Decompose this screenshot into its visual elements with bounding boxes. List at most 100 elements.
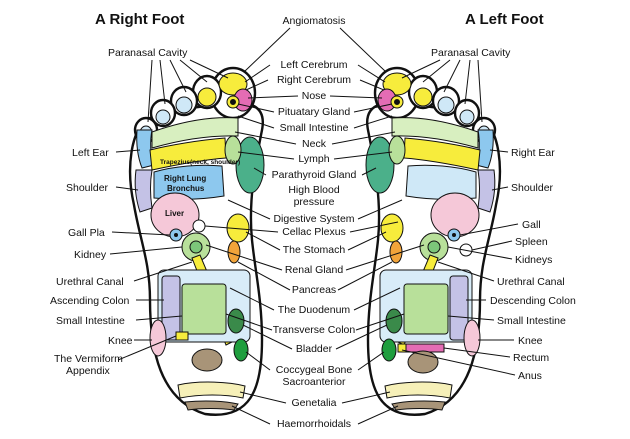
label-cellac: Cellac Plexus (282, 226, 346, 238)
left-genetalia-zone (384, 381, 453, 399)
label-transverse-colon: Transverse Colon (273, 324, 356, 336)
right-neck-band (151, 117, 239, 149)
right-foot-title: A Right Foot (95, 11, 184, 28)
left-gall-center (452, 233, 456, 237)
right-ascending-colon (161, 275, 181, 341)
right-appendix-zone (175, 331, 189, 341)
right-heel-brown (191, 348, 223, 372)
label-renal: Renal Gland (285, 264, 344, 276)
label-right-small-intestine: Small Intestine (56, 315, 125, 327)
left-shoulder-zone (477, 169, 496, 213)
right-kidney-center (189, 240, 203, 254)
left-descending-colon (449, 275, 469, 341)
center-labels: Angiomatosis Left Cerebrum Right Cerebru… (272, 15, 357, 430)
right-celiac-dot (192, 219, 206, 233)
label-left-urethral: Urethral Canal (497, 276, 565, 288)
left-foot-labels: Paranasal Cavity Right Ear Shoulder Gall… (431, 47, 576, 382)
right-haemorrhoid-zone (184, 400, 239, 411)
label-nose: Nose (302, 90, 327, 102)
right-pituitary-center (230, 99, 236, 105)
right-foot: Trapezius(neck, shoulder) Right Lung Bro… (129, 66, 265, 416)
label-vermiform-1: The Vermiform (54, 353, 123, 365)
left-kidney-center (427, 240, 441, 254)
label-digestive: Digestive System (273, 213, 354, 225)
left-pituitary-center (394, 99, 400, 105)
label-left-knee: Knee (518, 335, 543, 347)
label-stomach: The Stomach (283, 244, 346, 256)
right-parathyroid-zone (235, 136, 265, 194)
label-left-cerebrum: Left Cerebrum (280, 59, 347, 71)
left-small-intestine (403, 283, 449, 335)
right-gall-center (174, 233, 178, 237)
left-toe4-fill (459, 109, 475, 125)
left-toe2-fill (413, 87, 433, 107)
label-rectum: Rectum (513, 352, 549, 364)
left-toe3-fill (437, 96, 455, 114)
label-high-blood: High Blood (288, 184, 340, 196)
left-neck-band (391, 117, 479, 149)
right-genetalia-zone (177, 381, 246, 399)
label-pituitary: Pituatary Gland (278, 106, 351, 118)
leader-lines (109, 27, 519, 425)
right-trapezius-label: Trapezius(neck, shoulder) (160, 159, 240, 166)
right-shoulder-zone (134, 169, 153, 213)
right-lymph-zone (224, 135, 242, 165)
label-parathyroid: Parathyroid Gland (272, 169, 357, 181)
label-haemorrhoidals: Haemorrhoidals (277, 418, 351, 430)
label-right-kidney: Kidney (74, 249, 107, 261)
left-haemorrhoid-zone (391, 400, 446, 411)
right-coccyx-zone (233, 338, 249, 362)
left-lymph-zone (388, 135, 406, 165)
label-coccygeal: Coccygeal Bone (276, 364, 353, 376)
right-toe3-fill (175, 96, 193, 114)
label-descending-colon: Descending Colon (490, 295, 576, 307)
left-anus-zone (397, 343, 407, 353)
right-lung-label-2: Bronchus (167, 184, 205, 193)
label-neck: Neck (302, 138, 327, 150)
left-foot (365, 66, 501, 416)
label-right-knee: Knee (108, 335, 133, 347)
label-anus: Anus (518, 370, 542, 382)
label-left-shoulder: Shoulder (511, 182, 554, 194)
label-left-ear: Left Ear (72, 147, 109, 159)
right-toe2-fill (197, 87, 217, 107)
label-angiomatosis: Angiomatosis (282, 15, 345, 27)
label-duodenum: The Duodenum (278, 304, 351, 316)
right-renal-zone (227, 240, 241, 264)
label-right-shoulder: Shoulder (66, 182, 109, 194)
label-ascending-colon: Ascending Colon (50, 295, 130, 307)
left-foot-title: A Left Foot (465, 11, 544, 28)
right-foot-labels: Paranasal Cavity Left Ear Shoulder Gall … (50, 47, 188, 377)
label-pancreas: Pancreas (292, 284, 336, 296)
label-spleen: Spleen (515, 236, 548, 248)
right-lung-label-1: Right Lung (164, 174, 206, 183)
label-sacroanterior: Sacroanterior (282, 376, 346, 388)
right-knee-zone (149, 319, 167, 357)
label-lymph: Lymph (298, 153, 329, 165)
left-renal-zone (389, 240, 403, 264)
label-vermiform-2: Appendix (66, 365, 111, 377)
label-pressure: pressure (294, 196, 335, 208)
left-stomach-zone (380, 213, 404, 243)
label-right-urethral: Urethral Canal (56, 276, 124, 288)
label-gall: Gall (522, 219, 541, 231)
right-small-intestine (181, 283, 227, 335)
label-bladder: Bladder (296, 343, 333, 355)
right-toe4-fill (155, 109, 171, 125)
right-liver-label: Liver (165, 209, 184, 218)
label-left-small-intestine: Small Intestine (497, 315, 566, 327)
label-small-intestine: Small Intestine (280, 122, 349, 134)
right-bladder-zone (227, 308, 245, 334)
label-kidneys: Kidneys (515, 254, 552, 266)
label-genetalia: Genetalia (292, 397, 337, 409)
label-gall-pla: Gall Pla (68, 227, 105, 239)
left-bladder-zone (385, 308, 403, 334)
label-right-paranasal: Paranasal Cavity (108, 47, 188, 59)
label-left-paranasal: Paranasal Cavity (431, 47, 511, 59)
left-parathyroid-zone (365, 136, 395, 194)
label-right-cerebrum: Right Cerebrum (277, 74, 351, 86)
left-coccyx-zone (381, 338, 397, 362)
left-knee-zone (463, 319, 481, 357)
left-lung-zone (405, 164, 477, 200)
